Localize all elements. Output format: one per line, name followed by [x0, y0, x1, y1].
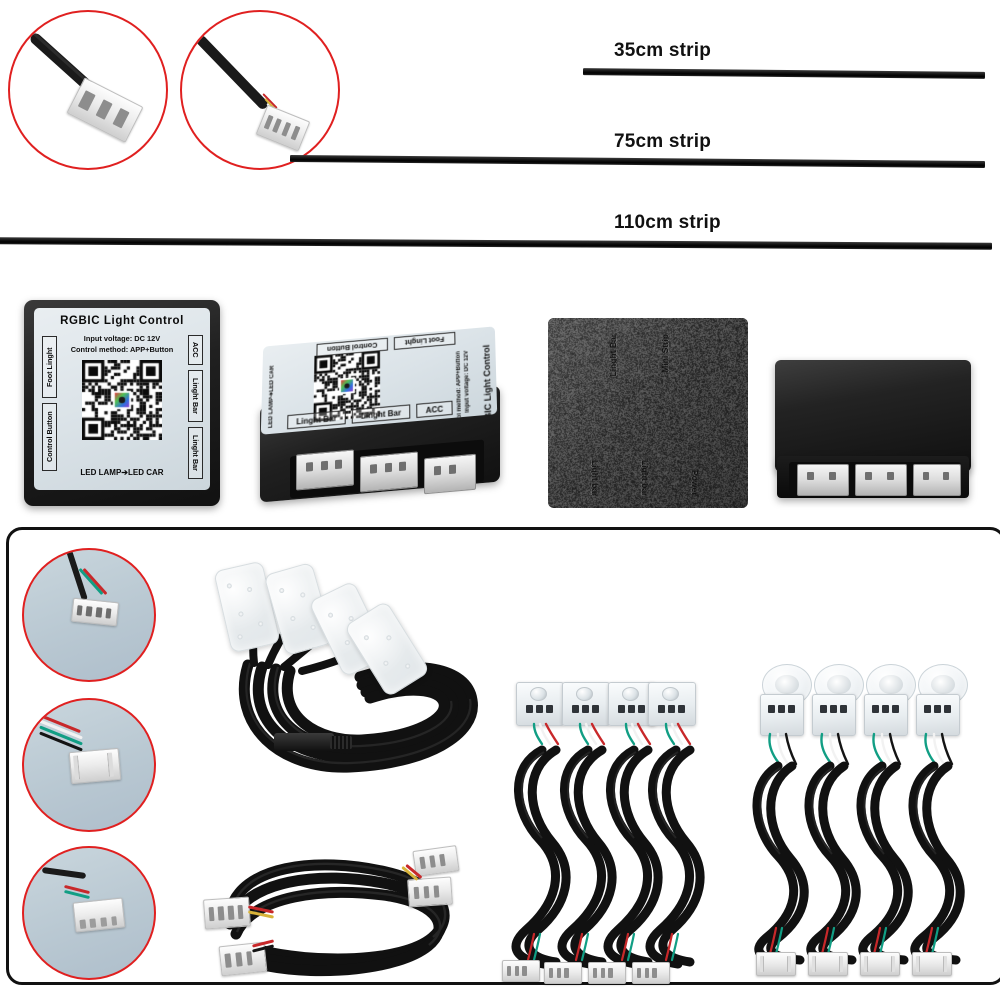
foot-light-inline-connector [274, 733, 334, 751]
black-box-socket-1 [797, 464, 849, 496]
extension-cable-assembly [196, 838, 476, 988]
controller-angled-front-1: Linght Bar [287, 410, 346, 429]
controller-angled-socket-2 [360, 451, 418, 492]
mini-strip-connector-2 [544, 962, 582, 984]
mini-strip-coils [500, 672, 720, 982]
port-label-control-button: Control Button [42, 403, 57, 471]
controller-angled-socket-3 [424, 454, 476, 495]
black-box-socket-2 [855, 464, 907, 496]
controller-main-method: Control method: APP+Button [34, 345, 210, 356]
callout-jst-male [22, 698, 156, 832]
strip-label-35: 35cm strip [614, 40, 711, 62]
port-label-linght-bar-1: Linght Bar [188, 370, 203, 422]
controller-angled: Control Button Foot Linght RGBIC Light C… [256, 330, 506, 520]
led-strip-35cm [583, 68, 985, 79]
dome-lamp-connector-3 [860, 952, 900, 976]
controller-main-footer: LED LAMP➔LED CAR [34, 468, 210, 477]
controller-main-body: RGBIC Light Control Input voltage: DC 12… [24, 300, 220, 506]
port-label-linght-bar-2: Linght Bar [188, 427, 203, 479]
controller-main-title: RGBIC Light Control [34, 315, 210, 327]
controller-main-voltage: Input voltage: DC 12V [34, 334, 210, 345]
jst-angled-housing [73, 897, 126, 932]
dome-lamp-connector-1 [756, 952, 796, 976]
led-strip-75cm [290, 155, 985, 168]
mini-strip-modules-group [500, 672, 720, 982]
plate-label-linght-bar: Linght Bar [608, 334, 618, 377]
port-label-foot-linght: Foot Linght [42, 336, 57, 398]
dome-lamp-group [748, 660, 980, 985]
callout-connector-4pin [180, 10, 340, 170]
controller-black-plate: Linght Bar Mini Strip Light bar Light ba… [548, 318, 748, 508]
controller-angled-front-3: ACC [416, 401, 452, 418]
foot-light-connector-tail [330, 736, 352, 749]
dome-lamp-connector-2 [808, 952, 848, 976]
plate-label-light-bar-1: Light bar [590, 460, 600, 496]
black-box-socket-3 [913, 464, 961, 496]
jst-female-housing [71, 598, 119, 627]
mini-strip-connector-3 [588, 962, 626, 984]
led-strip-110cm [0, 237, 992, 250]
plate-label-mini-strip: Mini Strip [660, 334, 670, 373]
controller-angled-voltage: Input voltage: DC 12V [464, 350, 471, 413]
connector-3pin-housing [67, 77, 144, 143]
plate-label-light-bar-2: Light bar [640, 460, 650, 496]
dome-lamp-coils [748, 660, 980, 985]
extension-connector-right-b [407, 876, 453, 907]
jst-male-housing [69, 748, 122, 784]
strip-label-110: 110cm strip [614, 212, 721, 234]
strip-label-75: 75cm strip [614, 131, 711, 153]
mini-strip-connector-1 [502, 960, 540, 982]
controller-black-box [775, 360, 975, 510]
controller-angled-top-label-2: Foot Linght [394, 332, 456, 350]
callout-jst-female [22, 548, 156, 682]
port-label-acc: ACC [188, 335, 203, 365]
foot-light-assembly [210, 555, 490, 795]
extension-connector-left-a [203, 896, 251, 929]
callout-jst-angled [22, 846, 156, 980]
callout-connector-3pin [8, 10, 168, 170]
controller-main-label: RGBIC Light Control Input voltage: DC 12… [34, 308, 210, 490]
dome-lamp-connector-4 [912, 952, 952, 976]
connector-4pin-housing [256, 105, 311, 152]
plate-label-power: Power [690, 470, 700, 496]
qr-code [82, 360, 162, 440]
mini-strip-connector-4 [632, 962, 670, 984]
controller-angled-footer: LED LAMP➔LED CAR [267, 365, 276, 428]
controller-main-spec: Input voltage: DC 12V Control method: AP… [34, 334, 210, 355]
controller-angled-socket-1 [296, 449, 354, 490]
